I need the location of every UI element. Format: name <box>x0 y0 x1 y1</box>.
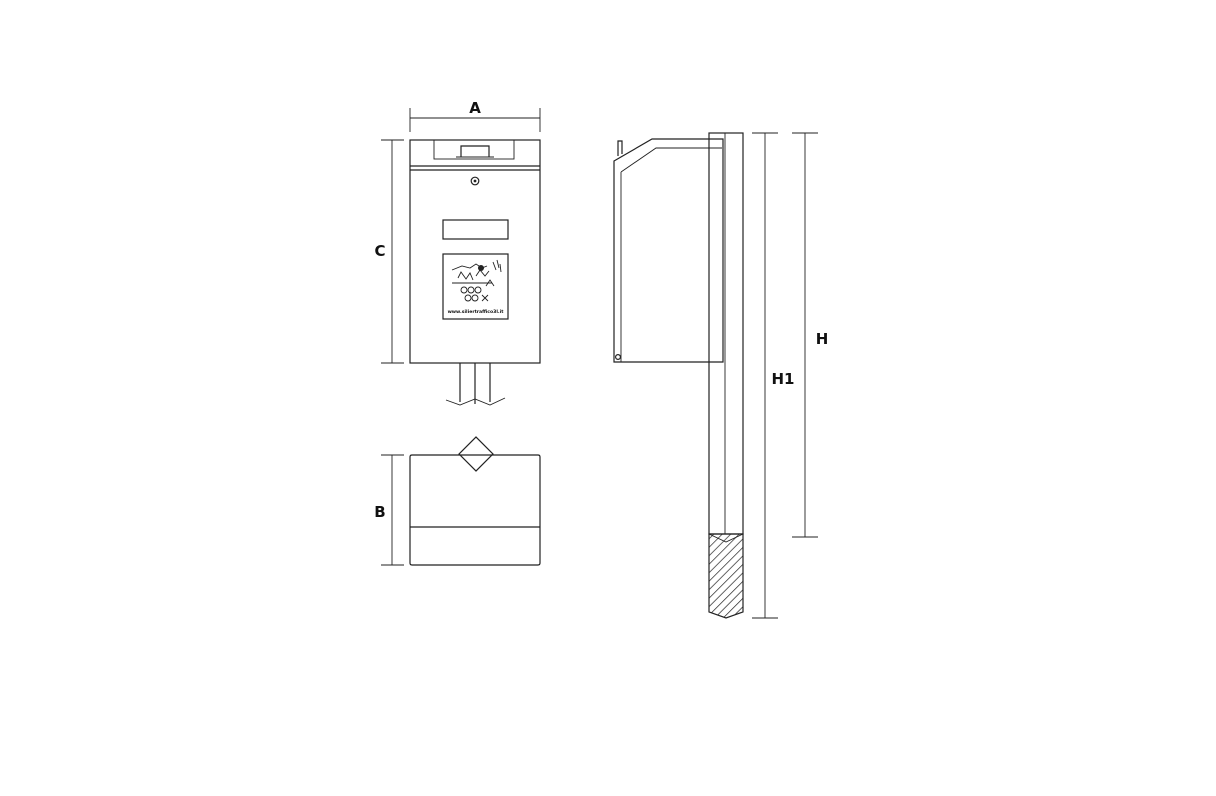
dimension-h1: H1 <box>752 132 795 619</box>
top-view: B <box>374 436 541 566</box>
dimension-b-label: B <box>374 503 385 521</box>
lock-icon <box>470 176 480 186</box>
front-view: A C <box>374 99 541 406</box>
dispenser-box-top <box>409 454 541 566</box>
bag-slot <box>442 219 509 240</box>
dog-box-logo: www.siliertraffico3l.it <box>442 253 509 320</box>
dispenser-box-front <box>409 139 541 364</box>
post-ground-section <box>708 533 744 619</box>
dimension-c: C <box>374 139 404 364</box>
post-section-top <box>458 436 494 472</box>
hinge-icon <box>614 354 621 361</box>
lid-handle <box>433 139 515 160</box>
dimension-b: B <box>374 454 404 566</box>
side-view: H1 H <box>613 132 829 619</box>
dimension-c-label: C <box>374 242 385 260</box>
dimension-a: A <box>409 99 541 132</box>
logo-url: www.siliertraffico3l.it <box>448 309 505 315</box>
dispenser-box-side <box>613 138 724 363</box>
post-side <box>708 132 744 535</box>
dimension-a-label: A <box>469 99 481 117</box>
dimension-h1-label: H1 <box>772 370 795 388</box>
dimension-h: H <box>792 132 829 538</box>
front-post-stub <box>445 363 506 406</box>
lid-latch <box>617 140 623 156</box>
dimension-h-label: H <box>816 330 829 348</box>
